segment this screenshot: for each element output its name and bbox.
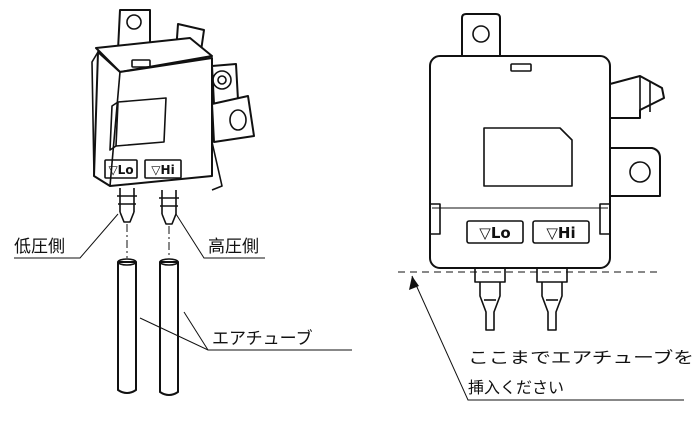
right-port-hi-label: ▽Hi bbox=[546, 224, 575, 242]
right-sensor-illustration bbox=[398, 13, 684, 401]
air-tube-label: エアチューブ bbox=[212, 328, 313, 349]
left-port-lo-label: ▽Lo bbox=[108, 163, 133, 177]
right-port-lo-label: ▽Lo bbox=[479, 224, 510, 242]
insertion-instruction-line1: ここまでエアチューブを bbox=[468, 348, 694, 367]
left-port-hi-label: ▽Hi bbox=[151, 163, 174, 177]
left-sensor-illustration bbox=[14, 9, 352, 396]
low-pressure-side-label: 低圧側 bbox=[14, 237, 65, 257]
insertion-instruction-line2: 挿入ください bbox=[468, 378, 564, 397]
high-pressure-side-label: 高圧側 bbox=[208, 237, 259, 257]
